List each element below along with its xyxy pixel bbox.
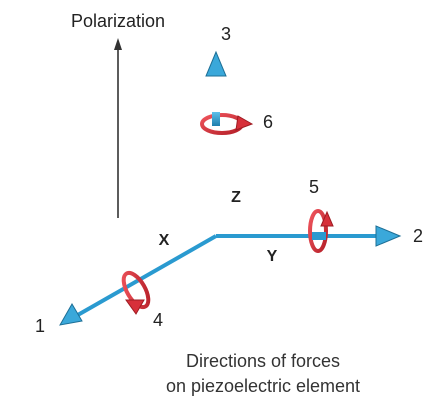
axis-y-label: Y xyxy=(267,248,278,265)
axis-2-arrow xyxy=(216,225,402,247)
axis-1-arrow xyxy=(59,234,217,326)
axis-1-label: 1 xyxy=(35,316,45,336)
rotation-6-icon xyxy=(200,112,254,135)
axis-z-label: Z xyxy=(231,189,241,206)
rotation-4-label: 4 xyxy=(153,310,163,330)
axis-3-label: 3 xyxy=(221,24,231,44)
polarization-arrow xyxy=(114,38,122,218)
axis-x-label: X xyxy=(159,232,170,249)
axis-3-arrow xyxy=(205,50,227,236)
rotation-6-label: 6 xyxy=(263,112,273,132)
caption-line-2: on piezoelectric element xyxy=(166,376,360,396)
caption-line-1: Directions of forces xyxy=(186,351,340,371)
axis-2-label: 2 xyxy=(413,226,423,246)
rotation-5-icon xyxy=(308,209,334,253)
rotation-5-label: 5 xyxy=(309,177,319,197)
polarization-label: Polarization xyxy=(71,11,165,31)
rotation-4-icon xyxy=(121,270,151,315)
